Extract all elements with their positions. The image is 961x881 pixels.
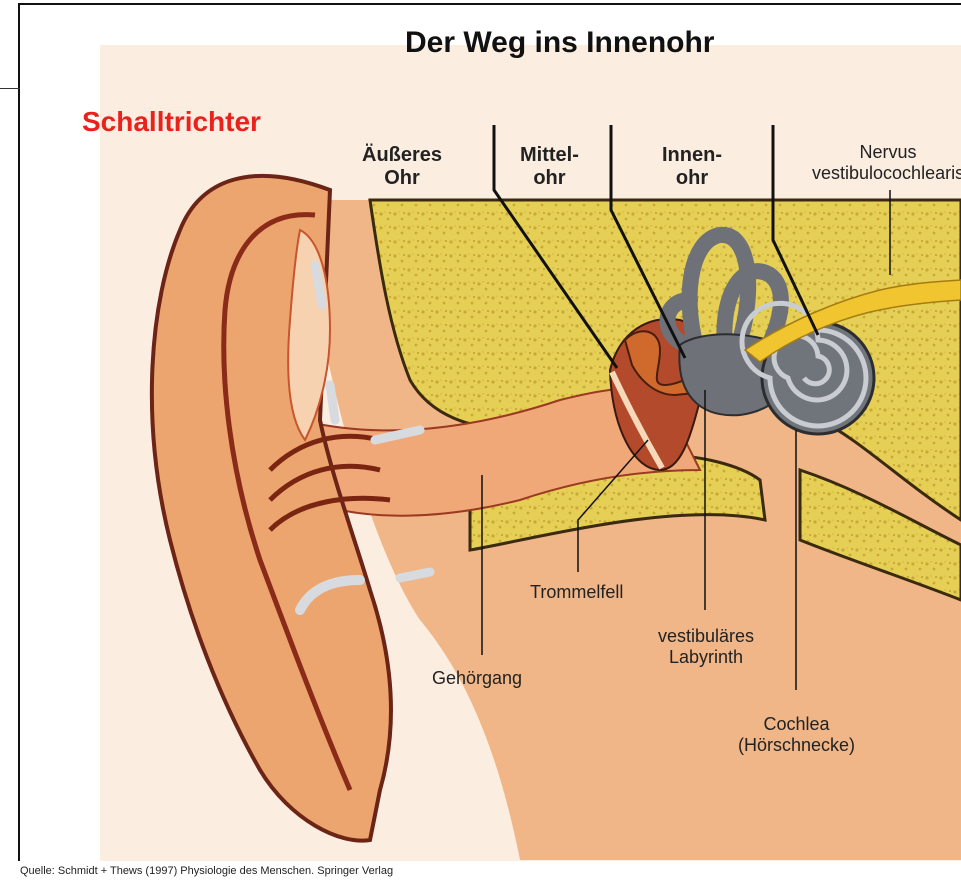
- label-inner-ear: Innen- ohr: [662, 144, 722, 190]
- label-labyrinth-line2: Labyrinth: [658, 647, 754, 668]
- highlight-2: [330, 385, 335, 420]
- label-labyrinth: vestibuläres Labyrinth: [658, 626, 754, 667]
- label-cochlea: Cochlea (Hörschnecke): [738, 714, 855, 755]
- label-inner-ear-line1: Innen-: [662, 144, 722, 167]
- label-outer-ear: Äußeres Ohr: [362, 144, 442, 190]
- label-middle-ear-line1: Mittel-: [520, 144, 579, 167]
- funnel-label: Schalltrichter: [82, 106, 261, 138]
- label-ear-canal: Gehörgang: [432, 668, 522, 689]
- label-nerve-line1: Nervus: [812, 142, 961, 163]
- label-eardrum: Trommelfell: [530, 582, 623, 603]
- label-middle-ear-line2: ohr: [520, 167, 579, 190]
- highlight-5: [400, 572, 430, 578]
- label-inner-ear-line2: ohr: [662, 167, 722, 190]
- label-labyrinth-line1: vestibuläres: [658, 626, 754, 647]
- label-cochlea-line1: Cochlea: [738, 714, 855, 735]
- label-outer-ear-line2: Ohr: [362, 167, 442, 190]
- label-nerve-line2: vestibulocochlearis: [812, 163, 961, 184]
- diagram-title: Der Weg ins Innenohr: [405, 26, 714, 60]
- label-cochlea-line2: (Hörschnecke): [738, 735, 855, 756]
- label-middle-ear: Mittel- ohr: [520, 144, 579, 190]
- label-nerve: Nervus vestibulocochlearis: [812, 142, 961, 183]
- label-outer-ear-line1: Äußeres: [362, 144, 442, 167]
- source-caption: Quelle: Schmidt + Thews (1997) Physiolog…: [20, 865, 393, 877]
